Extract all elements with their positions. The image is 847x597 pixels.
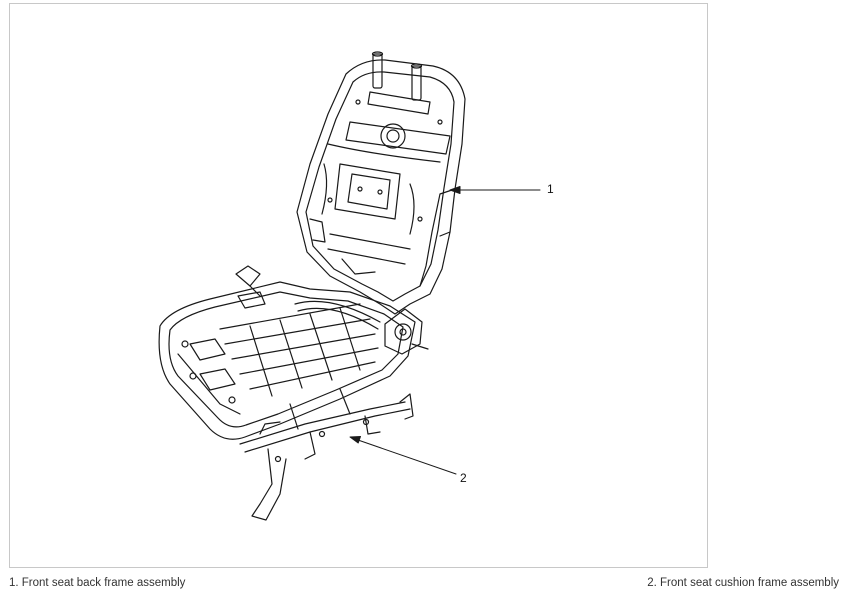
arrowhead-2	[349, 436, 361, 444]
callout-1: 1	[547, 182, 554, 196]
caption-seat-cushion-frame: 2. Front seat cushion frame assembly	[647, 577, 839, 589]
callout-2: 2	[460, 471, 467, 485]
leader-lines	[349, 186, 541, 475]
leader-line-2	[357, 439, 457, 475]
seat-rails	[239, 388, 414, 521]
seat-cushion-frame	[158, 265, 429, 440]
caption-seat-back-frame: 1. Front seat back frame assembly	[9, 577, 186, 589]
seat-back-frame	[296, 51, 466, 315]
diagram-frame: 1 2	[9, 3, 708, 568]
seat-frame-illustration	[158, 51, 541, 521]
arrowhead-1	[449, 186, 461, 194]
